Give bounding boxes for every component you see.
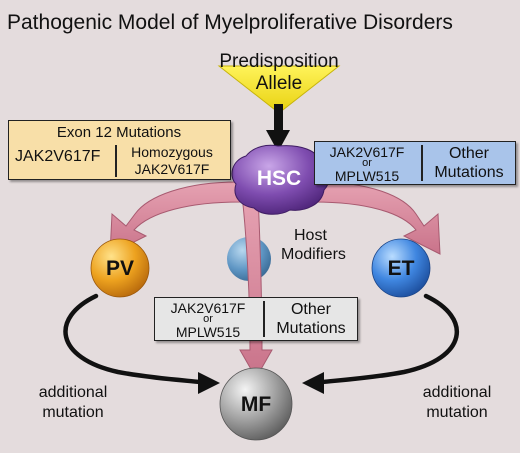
left-additional-arrow	[63, 293, 220, 394]
right-additional-arrow	[302, 293, 460, 394]
hsc-label: HSC	[256, 167, 302, 190]
host-modifiers-line1: Host	[294, 227, 327, 244]
additional-mutation-right-line2: mutation	[426, 404, 488, 421]
pv-label: PV	[105, 257, 134, 280]
additional-mutation-right-line1: additional	[422, 384, 492, 401]
page-title: Pathogenic Model of Myelproliferative Di…	[7, 11, 453, 34]
pv-mutation-box: Exon 12 Mutations JAK2V617F Homozygous J…	[8, 120, 231, 180]
pink-arrow-to-mf	[239, 194, 273, 380]
et-box-left-or: or	[362, 157, 372, 169]
additional-mutation-left-line1: additional	[38, 384, 108, 401]
additional-mutation-left-line2: mutation	[42, 404, 104, 421]
pv-box-left: JAK2V617F	[15, 148, 101, 165]
et-box-left-line1: JAK2V617F	[329, 144, 405, 160]
pv-box-right-line1: Homozygous	[131, 144, 213, 160]
mf-box-left-or: or	[203, 313, 213, 325]
et-sphere	[371, 238, 431, 298]
pv-box-right-line2: JAK2V617F	[134, 161, 210, 177]
mf-box-divider	[263, 301, 265, 337]
predisposition-triangle	[217, 65, 341, 114]
pv-box-header: Exon 12 Mutations	[56, 124, 182, 141]
mf-box-left-line1: JAK2V617F	[170, 300, 246, 316]
et-mutation-box: JAK2V617F or MPLW515 Other Mutations	[314, 141, 516, 185]
et-box-left-line2: MPLW515	[334, 168, 400, 184]
mf-box-left-line2: MPLW515	[175, 324, 241, 340]
predisposition-label-line1: Predisposition	[219, 51, 339, 72]
et-box-right-line1: Other	[448, 145, 489, 162]
mf-box-right-line1: Other	[290, 301, 331, 318]
predisposition-label-line2: Allele	[255, 73, 303, 94]
host-modifiers-line2: Modifiers	[281, 246, 346, 263]
mf-label: MF	[240, 393, 272, 416]
mf-sphere	[219, 367, 293, 441]
pv-sphere	[90, 238, 150, 298]
et-box-divider	[421, 145, 423, 181]
predisposition-arrow	[266, 104, 290, 152]
pv-box-divider	[115, 145, 117, 177]
et-label: ET	[387, 257, 415, 280]
mf-box-right-line2: Mutations	[276, 320, 346, 337]
pink-arrow-to-et	[313, 181, 441, 255]
mf-mutation-box: JAK2V617F or MPLW515 Other Mutations	[154, 297, 358, 341]
et-box-right-line2: Mutations	[434, 164, 504, 181]
